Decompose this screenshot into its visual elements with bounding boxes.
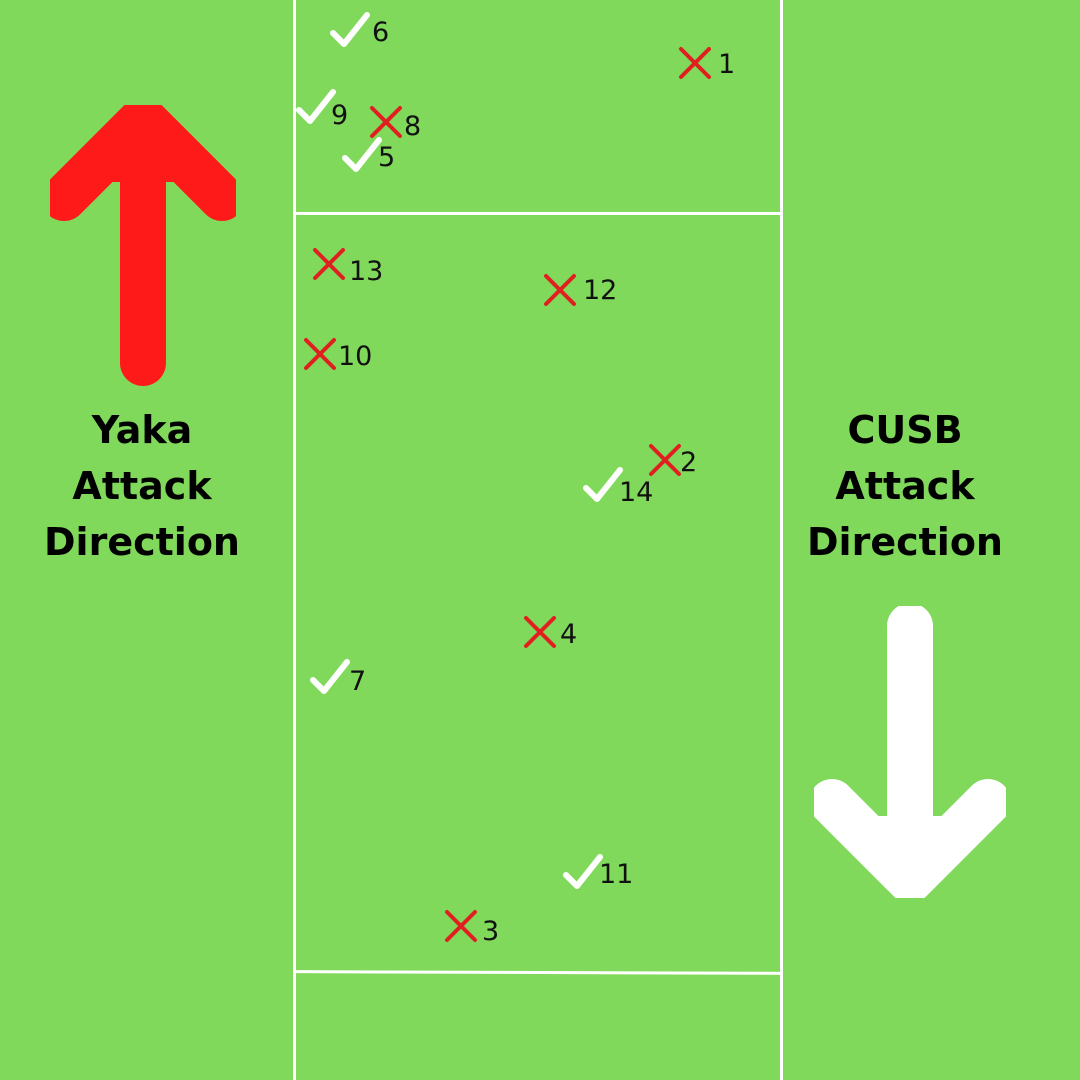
check-icon xyxy=(330,12,370,47)
kick-number-label: 12 xyxy=(583,275,618,306)
cross-icon xyxy=(370,106,402,138)
kick-number-label: 13 xyxy=(349,256,384,287)
cross-icon xyxy=(313,248,345,280)
check-icon xyxy=(296,89,336,124)
cross-icon xyxy=(544,274,576,306)
check-icon xyxy=(563,854,603,889)
top-try-line xyxy=(294,212,783,215)
kick-number-label: 2 xyxy=(680,447,698,478)
kick-number-label: 4 xyxy=(560,619,578,650)
arrow-down-icon xyxy=(814,606,1006,898)
kick-number-label: 10 xyxy=(338,341,373,372)
kick-number-label: 3 xyxy=(482,916,500,947)
cusb-direction-label: CUSB Attack Direction xyxy=(755,402,1055,570)
kick-number-label: 14 xyxy=(619,477,654,508)
bottom-try-line xyxy=(293,970,784,975)
cross-icon xyxy=(679,47,711,79)
check-icon xyxy=(583,467,623,502)
kick-number-label: 8 xyxy=(404,111,422,142)
yaka-label-line3: Direction xyxy=(44,520,240,564)
cusb-label-line2: Attack xyxy=(835,464,975,508)
kick-number-label: 5 xyxy=(378,142,396,173)
right-touchline xyxy=(780,0,783,1080)
kick-number-label: 6 xyxy=(372,17,390,48)
kick-number-label: 11 xyxy=(599,859,634,890)
check-icon xyxy=(342,137,382,172)
cross-icon xyxy=(445,910,477,942)
cross-icon xyxy=(304,338,336,370)
cross-icon xyxy=(524,616,556,648)
kick-number-label: 9 xyxy=(331,100,349,131)
yaka-direction-label: Yaka Attack Direction xyxy=(0,402,292,570)
yaka-label-line2: Attack xyxy=(72,464,212,508)
kick-number-label: 1 xyxy=(718,49,736,80)
left-touchline xyxy=(293,0,296,1080)
cusb-label-line1: CUSB xyxy=(847,408,963,452)
yaka-label-line1: Yaka xyxy=(91,408,193,452)
check-icon xyxy=(310,659,350,694)
arrow-up-icon xyxy=(50,105,236,386)
cross-icon xyxy=(649,444,681,476)
cusb-label-line3: Direction xyxy=(807,520,1003,564)
kick-number-label: 7 xyxy=(349,666,367,697)
